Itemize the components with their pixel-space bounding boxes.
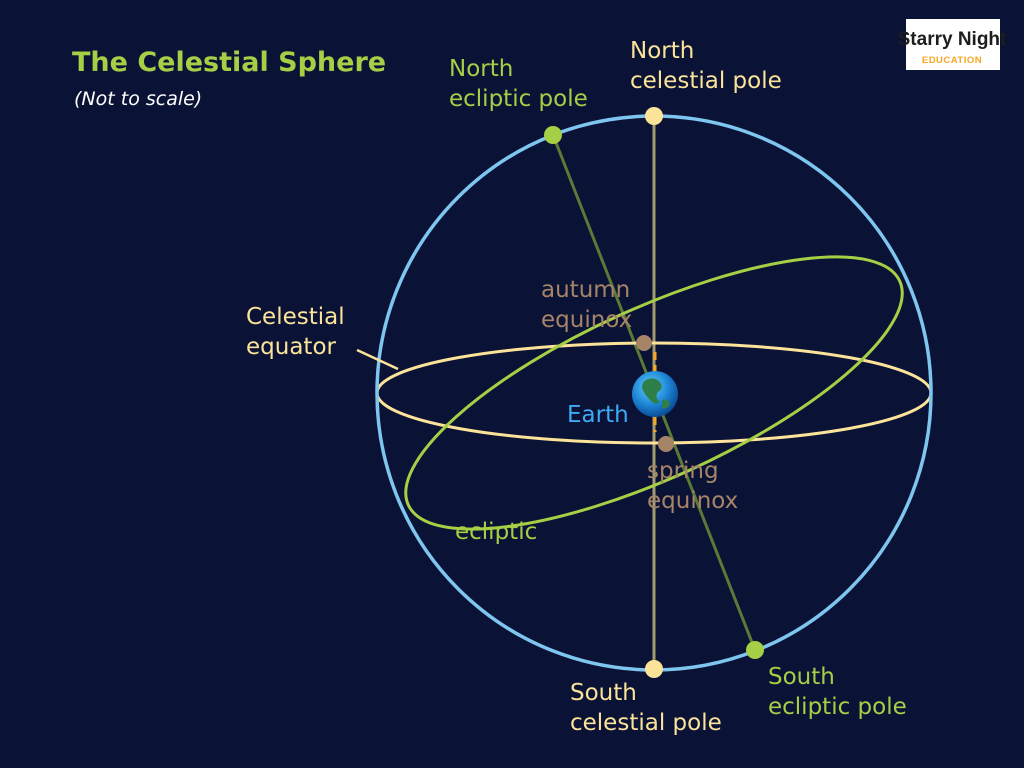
spring-equinox-label: spring equinox: [647, 458, 738, 514]
south-celestial-pole-label: South celestial pole: [570, 680, 722, 736]
south-ecliptic-pole-point: [746, 641, 764, 659]
spring-equinox-point: [658, 436, 674, 452]
north-celestial-pole-point: [645, 107, 663, 125]
ecliptic-label: ecliptic: [455, 519, 537, 545]
north-ecliptic-pole-point: [544, 126, 562, 144]
logo-line-1: Starry Night: [898, 29, 1007, 50]
diagram-subtitle: (Not to scale): [74, 88, 202, 110]
earth-globe: [632, 371, 678, 417]
autumn-equinox-label: autumn equinox: [541, 277, 638, 333]
ecliptic-ellipse: [404, 255, 904, 531]
celestial-equator-label: Celestial equator: [246, 304, 352, 360]
starry-night-logo: Starry Night EDUCATION: [898, 19, 1007, 70]
north-celestial-pole-label: North celestial pole: [630, 38, 782, 94]
celestial-equator-pointer: [356, 348, 399, 371]
logo-line-2: EDUCATION: [922, 55, 982, 66]
south-ecliptic-pole-label: South ecliptic pole: [768, 664, 907, 720]
diagram-title: The Celestial Sphere: [72, 47, 386, 78]
autumn-equinox-point: [636, 335, 652, 351]
earth-label: Earth: [567, 402, 629, 428]
north-ecliptic-pole-label: North ecliptic pole: [449, 56, 588, 112]
south-celestial-pole-point: [645, 660, 663, 678]
